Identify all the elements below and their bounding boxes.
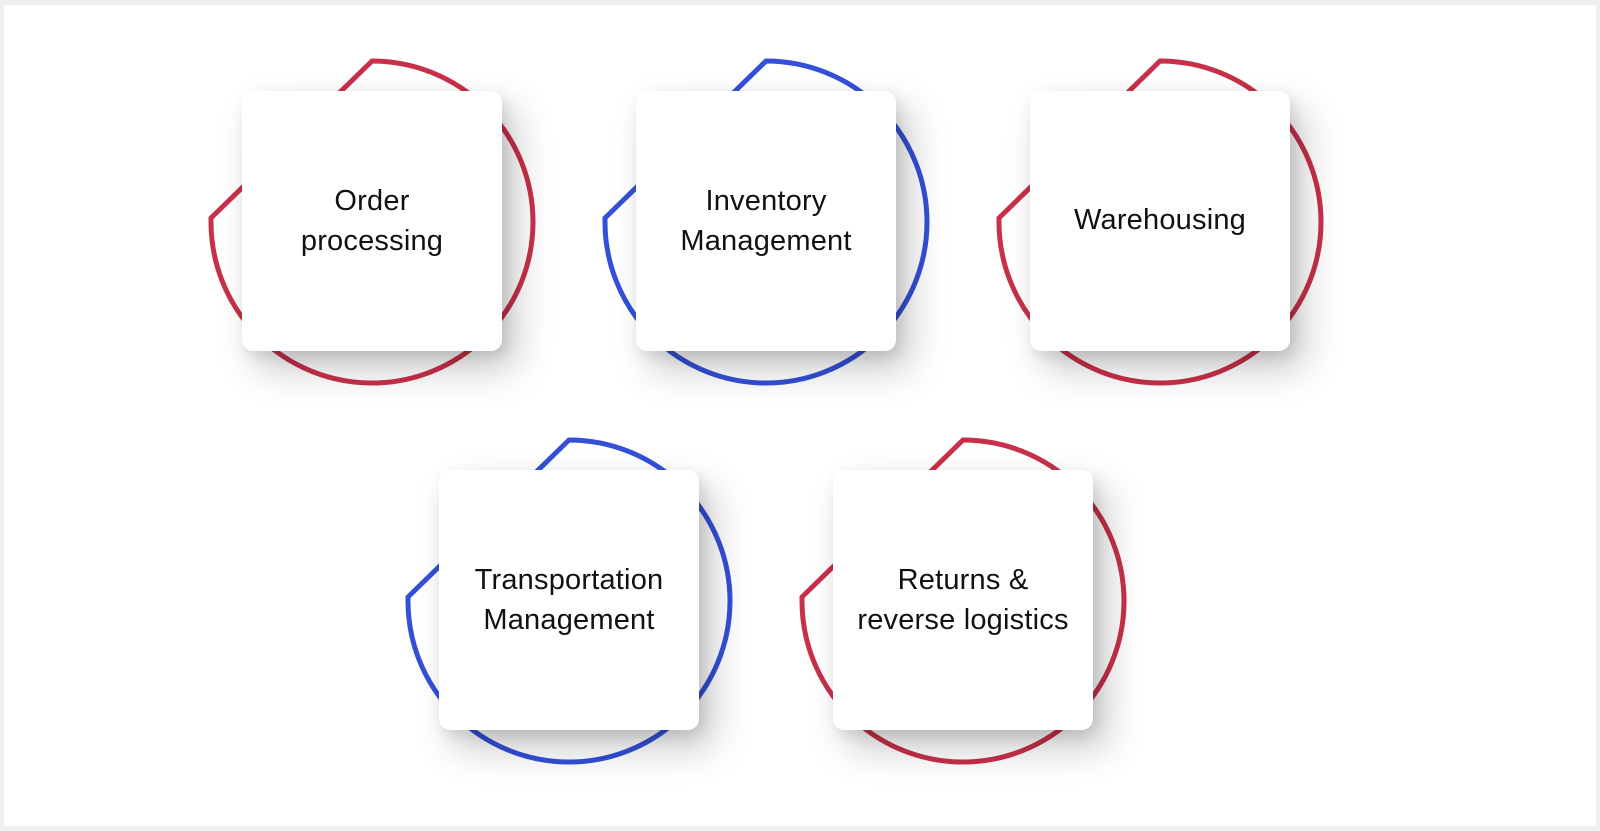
node-warehousing: Warehousing <box>990 51 1330 391</box>
node-label-line1: Inventory <box>705 185 827 217</box>
node-card: Order processing <box>242 91 502 351</box>
node-card: Inventory Management <box>636 91 896 351</box>
node-label-line2: processing <box>300 225 444 257</box>
node-returns-reverse-logistics: Returns & reverse logistics <box>793 430 1133 770</box>
node-transportation-management: Transportation Management <box>399 430 739 770</box>
node-label-line2: reverse logistics <box>857 604 1069 636</box>
node-card: Transportation Management <box>439 470 699 730</box>
node-label: Warehousing <box>1066 200 1254 240</box>
node-inventory-management: Inventory Management <box>596 51 936 391</box>
node-label: Returns & reverse logistics <box>849 560 1076 640</box>
node-label: Inventory Management <box>672 181 859 261</box>
node-label: Transportation Management <box>467 560 672 640</box>
node-label-line2: Management <box>680 225 852 257</box>
node-label: Order processing <box>293 181 451 261</box>
node-card: Warehousing <box>1030 91 1290 351</box>
node-order-processing: Order processing <box>202 51 542 391</box>
node-label-line1: Transportation <box>474 564 664 596</box>
node-label-line1: Warehousing <box>1074 204 1246 236</box>
node-label-line1: Returns & <box>897 564 1029 596</box>
node-card: Returns & reverse logistics <box>833 470 1093 730</box>
node-label-line1: Order <box>334 185 410 217</box>
node-label-line2: Management <box>483 604 655 636</box>
